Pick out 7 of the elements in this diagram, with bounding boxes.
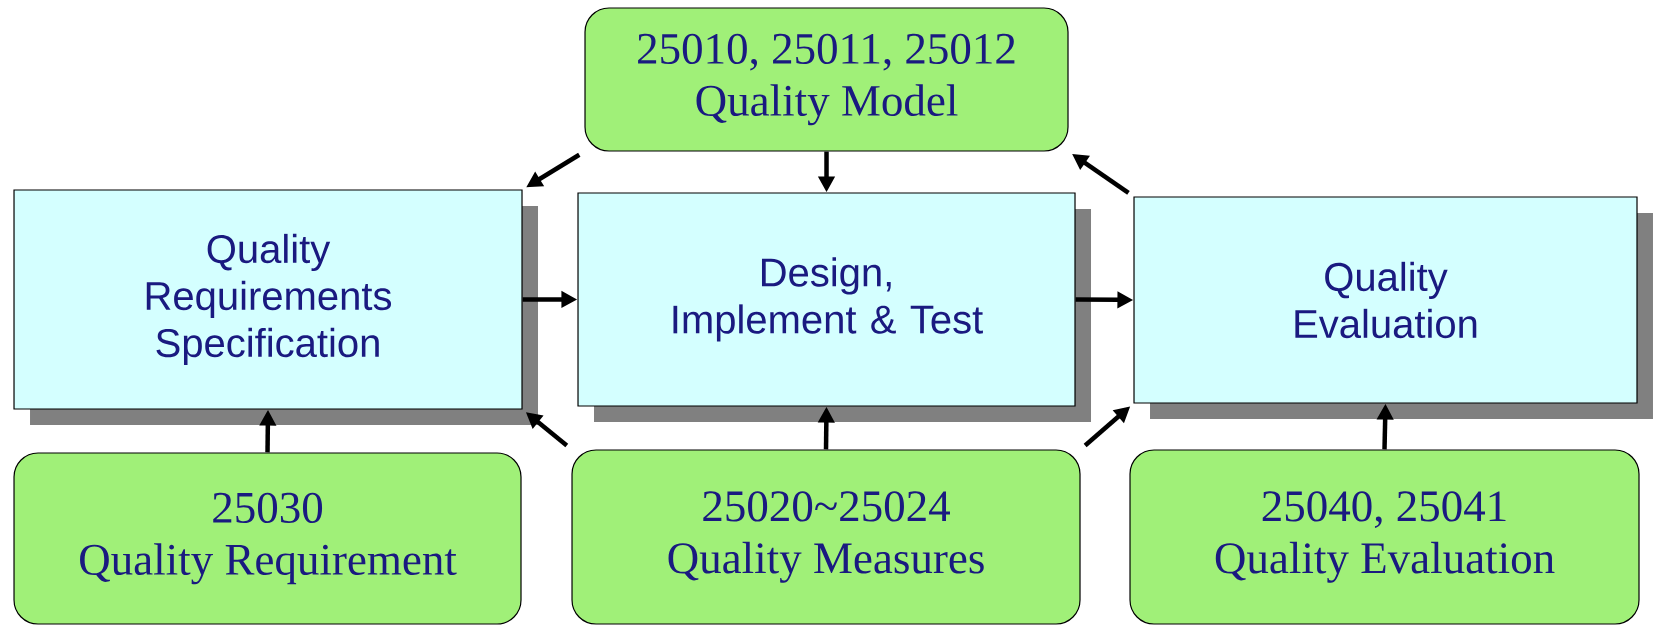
standard-box: 25040, 25041 Quality Evaluation	[1129, 449, 1640, 625]
standard-box: 25030 Quality Requirement	[13, 452, 522, 625]
process-box: Quality Requirements Specification	[13, 189, 538, 425]
process-box: Design, Implement & Test	[577, 192, 1091, 422]
standard-box: 25020~25024 Quality Measures	[571, 449, 1081, 625]
process-box: Quality Evaluation	[1133, 196, 1653, 419]
standard-box: 25010, 25011, 25012 Quality Model	[584, 7, 1069, 152]
